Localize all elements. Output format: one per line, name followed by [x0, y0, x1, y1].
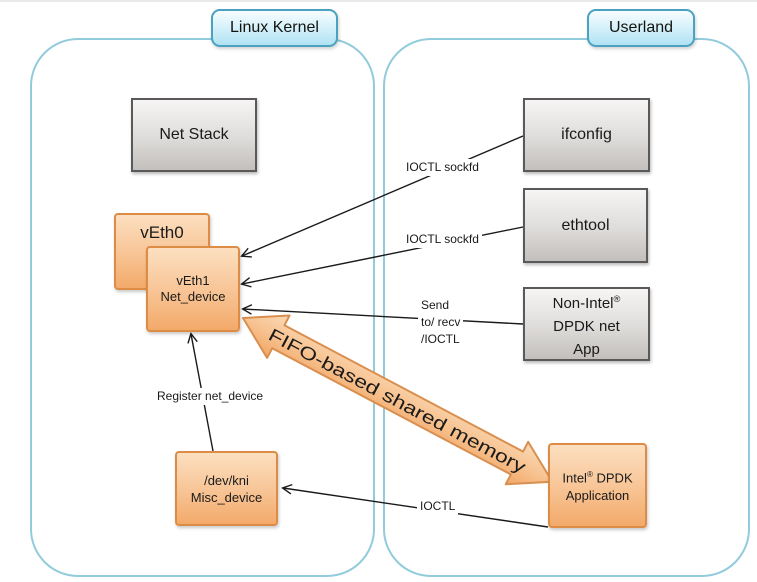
intel-brand-suffix: DPDK: [592, 470, 633, 486]
fifo-shared-memory-arrow: FIFO-based shared memory: [242, 314, 554, 486]
send-recv-label-line3: /IOCTL: [421, 332, 460, 346]
edge-intelapp-to-devkni: [283, 488, 549, 528]
dev-kni-box: /dev/kni Misc_device: [175, 451, 278, 526]
veth1-label-line2: Net_device: [160, 289, 226, 304]
userland-title: Userland: [587, 9, 695, 47]
ioctl-sockfd-label-1: IOCTL sockfd: [403, 159, 482, 176]
net-stack-label: Net Stack: [159, 126, 229, 143]
intel-app-label-line1: Intel® DPDK: [562, 466, 632, 487]
non-intel-dpdk-app-box: Non-Intel® DPDK net App: [523, 287, 650, 361]
non-intel-label-line1: Non-Intel®: [553, 288, 621, 315]
linux-kernel-title: Linux Kernel: [211, 9, 338, 47]
non-intel-name: Non-Intel: [552, 294, 614, 312]
intel-reg-mark: ®: [586, 469, 593, 479]
ioctl-label: IOCTL: [417, 498, 459, 515]
dev-kni-label-line1: /dev/kni: [204, 472, 249, 488]
non-intel-reg-mark: ®: [613, 293, 621, 304]
edge-ifconfig-to-veth1: [242, 135, 524, 256]
veth1-box: vEth1 Net_device: [146, 246, 240, 332]
send-recv-label-line1: Send: [421, 298, 450, 312]
intel-app-label-line2: Application: [565, 488, 630, 504]
non-intel-label-line3: App: [573, 340, 600, 358]
linux-kernel-title-text: Linux Kernel: [230, 19, 319, 36]
top-border-strip: [0, 0, 757, 2]
ifconfig-box: ifconfig: [523, 98, 650, 172]
edge-nonintel-to-veth1: [243, 309, 524, 325]
net-stack-box: Net Stack: [131, 98, 257, 172]
ifconfig-label: ifconfig: [561, 126, 612, 143]
veth0-label: vEth0: [140, 223, 184, 242]
non-intel-label-line2: DPDK net: [553, 317, 620, 335]
ethtool-label: ethtool: [561, 216, 610, 234]
veth1-label-line1: vEth1: [176, 273, 210, 288]
dev-kni-label-line2: Misc_device: [190, 489, 263, 505]
fifo-arrow-label: FIFO-based shared memory: [265, 325, 529, 477]
send-recv-label-line2: to/ recv: [421, 315, 461, 329]
intel-brand: Intel: [562, 470, 587, 486]
intel-dpdk-application-box: Intel® DPDK Application: [548, 443, 647, 528]
register-net-device-label: Register net_device: [154, 388, 267, 405]
ethtool-box: ethtool: [523, 188, 648, 263]
send-recv-ioctl-label: Send to/ recv /IOCTL: [418, 296, 464, 349]
userland-region: [383, 38, 750, 577]
ioctl-sockfd-label-2: IOCTL sockfd: [403, 231, 482, 248]
userland-title-text: Userland: [608, 19, 674, 36]
linux-kernel-region: [30, 38, 375, 577]
